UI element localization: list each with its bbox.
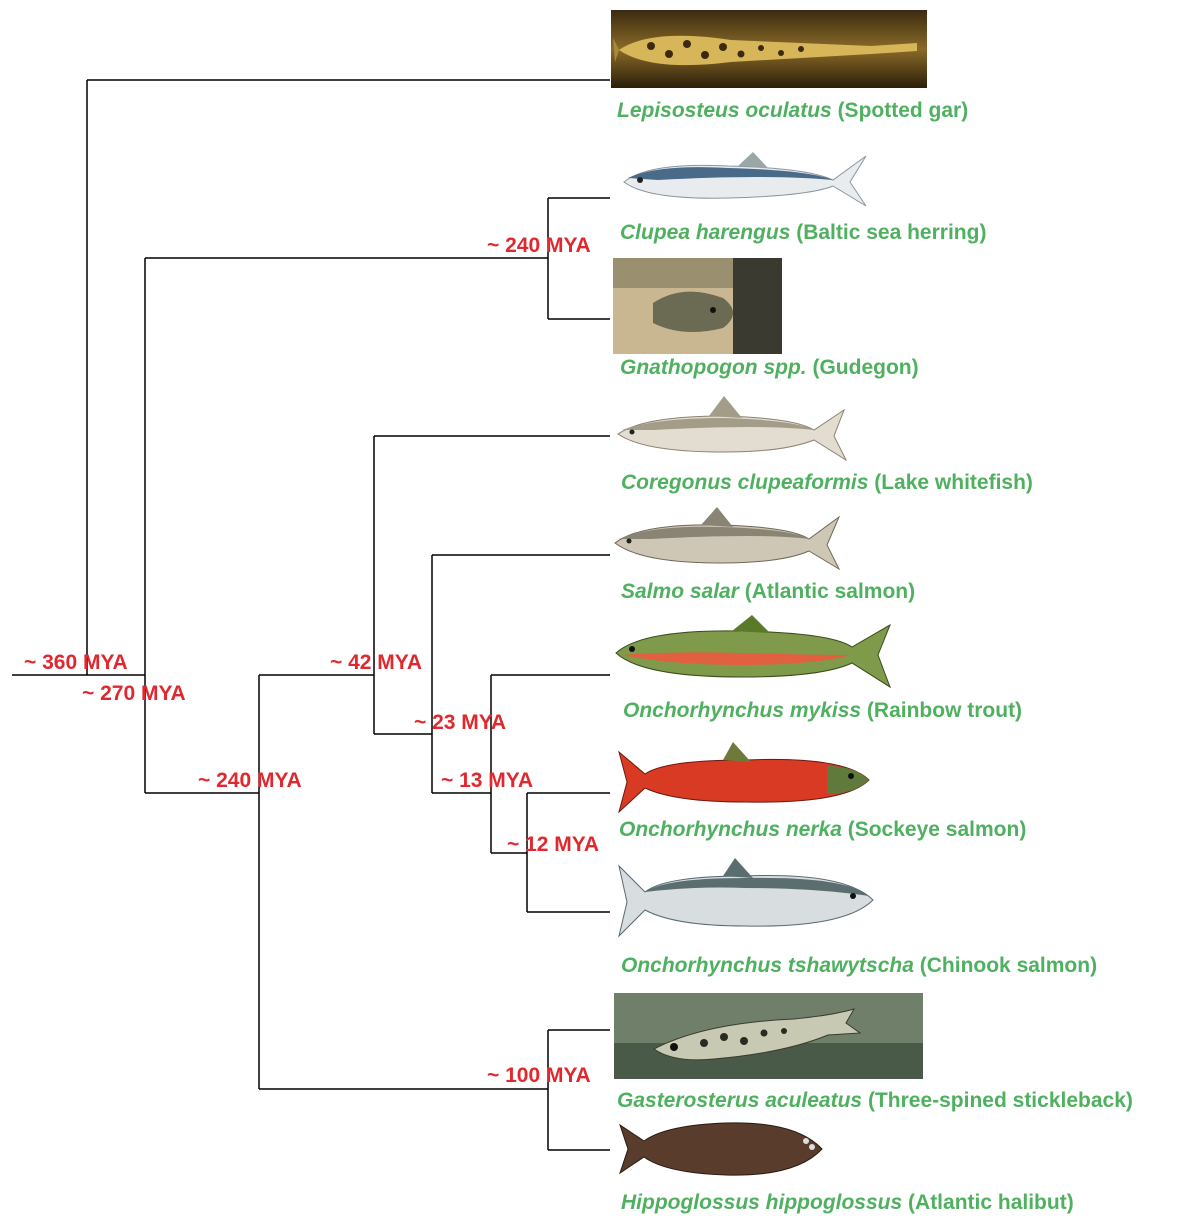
taxon-label-sockeye-salmon: Onchorhynchus nerka (Sockeye salmon) [619, 818, 1026, 842]
rainbow-trout-image [612, 615, 894, 693]
taxon-label-gudgeon: Gnathopogon spp. (Gudegon) [620, 356, 919, 380]
stickleback-image [614, 993, 923, 1079]
node-label-13: ~ 13 MYA [441, 769, 533, 793]
lake-whitefish-image [614, 394, 848, 464]
atlantic-salmon-image [611, 507, 843, 575]
taxon-label-stickleback: Gasterosterus aculeatus (Three-spined st… [617, 1089, 1133, 1113]
taxon-label-lake-whitefish: Coregonus clupeaformis (Lake whitefish) [621, 471, 1033, 495]
sockeye-salmon-image [615, 742, 873, 818]
node-label-23: ~ 23 MYA [414, 711, 506, 735]
herring-image [618, 150, 870, 210]
chinook-salmon-image [615, 856, 877, 942]
node-label-240-herring: ~ 240 MYA [487, 234, 591, 258]
taxon-label-atlantic-salmon: Salmo salar (Atlantic salmon) [621, 580, 915, 604]
taxon-label-spotted-gar: Lepisosteus oculatus (Spotted gar) [617, 99, 968, 123]
taxon-label-chinook-salmon: Onchorhynchus tshawytscha (Chinook salmo… [621, 954, 1097, 978]
taxon-label-halibut: Hippoglossus hippoglossus (Atlantic hali… [621, 1191, 1074, 1215]
spotted-gar-image [611, 10, 927, 88]
taxon-label-herring: Clupea harengus (Baltic sea herring) [620, 221, 986, 245]
node-label-42: ~ 42 MYA [330, 651, 422, 675]
taxon-label-rainbow-trout: Onchorhynchus mykiss (Rainbow trout) [623, 699, 1022, 723]
node-label-100: ~ 100 MYA [487, 1064, 591, 1088]
node-label-240-main: ~ 240 MYA [198, 769, 302, 793]
halibut-image [616, 1115, 827, 1181]
node-label-360: ~ 360 MYA [24, 651, 128, 675]
gudgeon-image [613, 258, 782, 354]
node-label-12: ~ 12 MYA [507, 833, 599, 857]
node-label-270: ~ 270 MYA [82, 682, 186, 706]
